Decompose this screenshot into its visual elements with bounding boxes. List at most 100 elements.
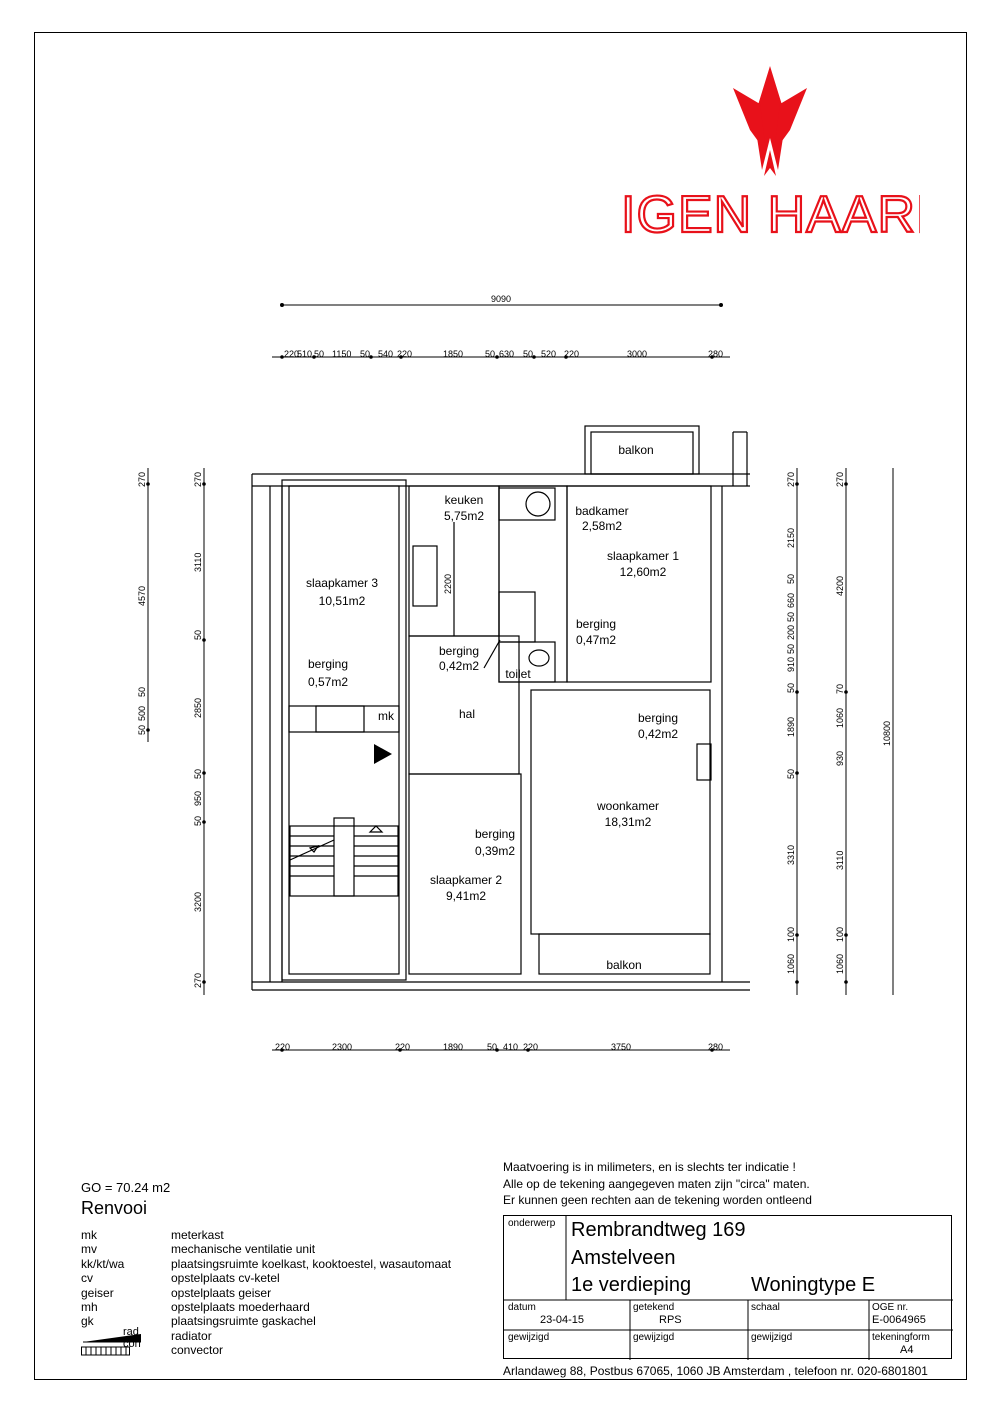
room-slaapkamer-2: slaapkamer 2: [430, 873, 502, 887]
dim-right-mid-3: 70: [835, 684, 845, 694]
dim-left-outer-3: 50: [137, 687, 147, 697]
schaal-label: schaal: [751, 1302, 780, 1313]
gewijzigd-label-2: gewijzigd: [633, 1332, 675, 1343]
dim-top-4: 1150: [332, 349, 351, 359]
radiator-icon: [83, 1333, 141, 1343]
note-line: Er kunnen geen rechten aan de tekening w…: [503, 1193, 812, 1207]
gewijzigd-label-1: gewijzigd: [508, 1332, 550, 1343]
legend-code: kk/kt/wa: [81, 1256, 125, 1271]
dim-top-8: 1850: [443, 349, 463, 359]
legend-desc: mechanische ventilatie unit: [171, 1242, 316, 1257]
room-hal: hal: [459, 707, 475, 721]
legend-code: mk: [81, 1228, 97, 1242]
room-berging-c: berging: [308, 657, 348, 671]
dim-right-inner-3: 50: [786, 574, 796, 584]
dim-top-1: 220: [284, 349, 299, 359]
note-line: Maatvoering is in milimeters, en is slec…: [503, 1160, 796, 1174]
room-slaapkamer-3-area: 10,51m2: [319, 594, 366, 608]
company-address: Arlandaweg 88, Postbus 67065, 1060 JB Am…: [503, 1364, 928, 1378]
room-slaapkamer-2-area: 9,41m2: [446, 889, 486, 903]
legend-desc: opstelplaats geiser: [171, 1285, 272, 1300]
dim-bottom-9: 280: [708, 1042, 723, 1052]
floor: 1e verdieping: [571, 1274, 692, 1296]
room-slaapkamer-3: slaapkamer 3: [306, 576, 378, 590]
dim-top-14: 3000: [627, 349, 647, 359]
legend-code: rad: [123, 1325, 139, 1338]
dim-right-mid-4: 1060: [835, 708, 845, 728]
dim-right-inner-1: 270: [786, 472, 796, 487]
house-type: Woningtype E: [751, 1274, 876, 1296]
legend-desc: meterkast: [171, 1228, 224, 1242]
dim-left-inner-9: 270: [193, 973, 203, 988]
gewijzigd-label-3: gewijzigd: [751, 1332, 793, 1343]
dim-left-inner-5: 50: [193, 769, 203, 779]
dim-bottom-3: 220: [395, 1042, 410, 1052]
dim-top-total: 9090: [491, 294, 511, 304]
gross-area: GO = 70.24 m2: [81, 1180, 171, 1195]
dim-top-15: 280: [708, 349, 723, 359]
title-block: onderwerp Rembrandtweg 169 Amstelveen 1e…: [503, 1215, 953, 1360]
dim-right-inner-10: 1890: [786, 717, 796, 737]
tekeningform-value: A4: [900, 1344, 914, 1356]
room-toilet: toilet: [505, 667, 531, 681]
dim-left-outer-4: 500: [137, 706, 147, 721]
dim-top-7: 220: [397, 349, 412, 359]
dim-left-inner-6: 950: [193, 791, 203, 806]
legend-code: mv: [81, 1242, 97, 1257]
address: Rembrandtweg 169: [571, 1219, 746, 1241]
room-woonkamer: woonkamer: [596, 799, 659, 813]
dim-top-5: 50: [360, 349, 370, 359]
legend-code: geiser: [81, 1285, 114, 1300]
dim-right-inner-12: 3310: [786, 845, 796, 865]
dim-right-inner-11: 50: [786, 769, 796, 779]
drawing-frame: [34, 32, 967, 1380]
convector-icon: [81, 1346, 130, 1356]
dim-left-outer-1: 270: [137, 472, 147, 487]
dim-bottom-2: 2300: [332, 1042, 352, 1052]
room-keuken-area: 5,75m2: [444, 509, 484, 523]
room-slaapkamer-1-area: 12,60m2: [620, 565, 667, 579]
dim-top-6: 540: [378, 349, 393, 359]
dim-right-mid-6: 3110: [835, 851, 845, 870]
dim-right-inner-5: 50: [786, 612, 796, 622]
legend-desc: opstelplaats cv-ketel: [171, 1271, 280, 1286]
legend-code: con: [123, 1338, 141, 1351]
dim-left-inner-8: 3200: [193, 892, 203, 912]
legend-desc: plaatsingsruimte gaskachel: [171, 1314, 316, 1329]
room-berging-e-area: 0,39m2: [475, 844, 515, 858]
dim-bottom-7: 220: [523, 1042, 538, 1052]
room-balkon-top: balkon: [618, 443, 653, 457]
dim-top-3: 50: [314, 349, 324, 359]
dim-left-inner-3: 50: [193, 630, 203, 640]
dim-right-inner-13: 100: [786, 927, 796, 942]
dim-right-inner-7: 50: [786, 644, 796, 654]
logo-wordmark: EIGEN HAARD: [620, 186, 920, 240]
eigen-haard-logo: EIGEN HAARD: [620, 66, 920, 240]
dim-bottom-1: 220: [275, 1042, 290, 1052]
dim-right-inner-2: 2150: [786, 528, 796, 548]
dim-right-inner-6: 200: [786, 625, 796, 640]
legend-desc: plaatsingsruimte koelkast, kooktoestel, …: [171, 1256, 452, 1271]
room-woonkamer-area: 18,31m2: [605, 815, 652, 829]
dim-right-inner-4: 660: [786, 593, 796, 608]
note-line: Alle op de tekening aangegeven maten zij…: [503, 1176, 810, 1191]
room-berging-d: berging: [638, 711, 678, 725]
legend-desc: convector: [171, 1343, 224, 1358]
dim-bottom-6: 410: [503, 1042, 518, 1052]
room-mk: mk: [378, 709, 395, 723]
floor-plan: 9090 220 510 50 1150 50 540 220 1850 50 …: [137, 294, 894, 1052]
dim-top-2: 510: [297, 349, 312, 359]
dim-right-inner-14: 1060: [786, 954, 796, 974]
oge-value: E-0064965: [872, 1314, 926, 1326]
room-berging-a: berging: [576, 617, 616, 631]
dim-left-inner-4: 2850: [193, 698, 203, 718]
dim-right-inner-8: 910: [786, 657, 796, 672]
datum-label: datum: [508, 1302, 536, 1313]
dim-left-outer-5: 50: [137, 725, 147, 735]
legend-code: cv: [81, 1271, 93, 1286]
getekend-value: RPS: [659, 1314, 682, 1326]
city: Amstelveen: [571, 1247, 676, 1269]
dim-top-10: 630: [499, 349, 514, 359]
dim-left-inner-2: 3110: [193, 553, 203, 572]
room-berging-b: berging: [439, 644, 479, 658]
